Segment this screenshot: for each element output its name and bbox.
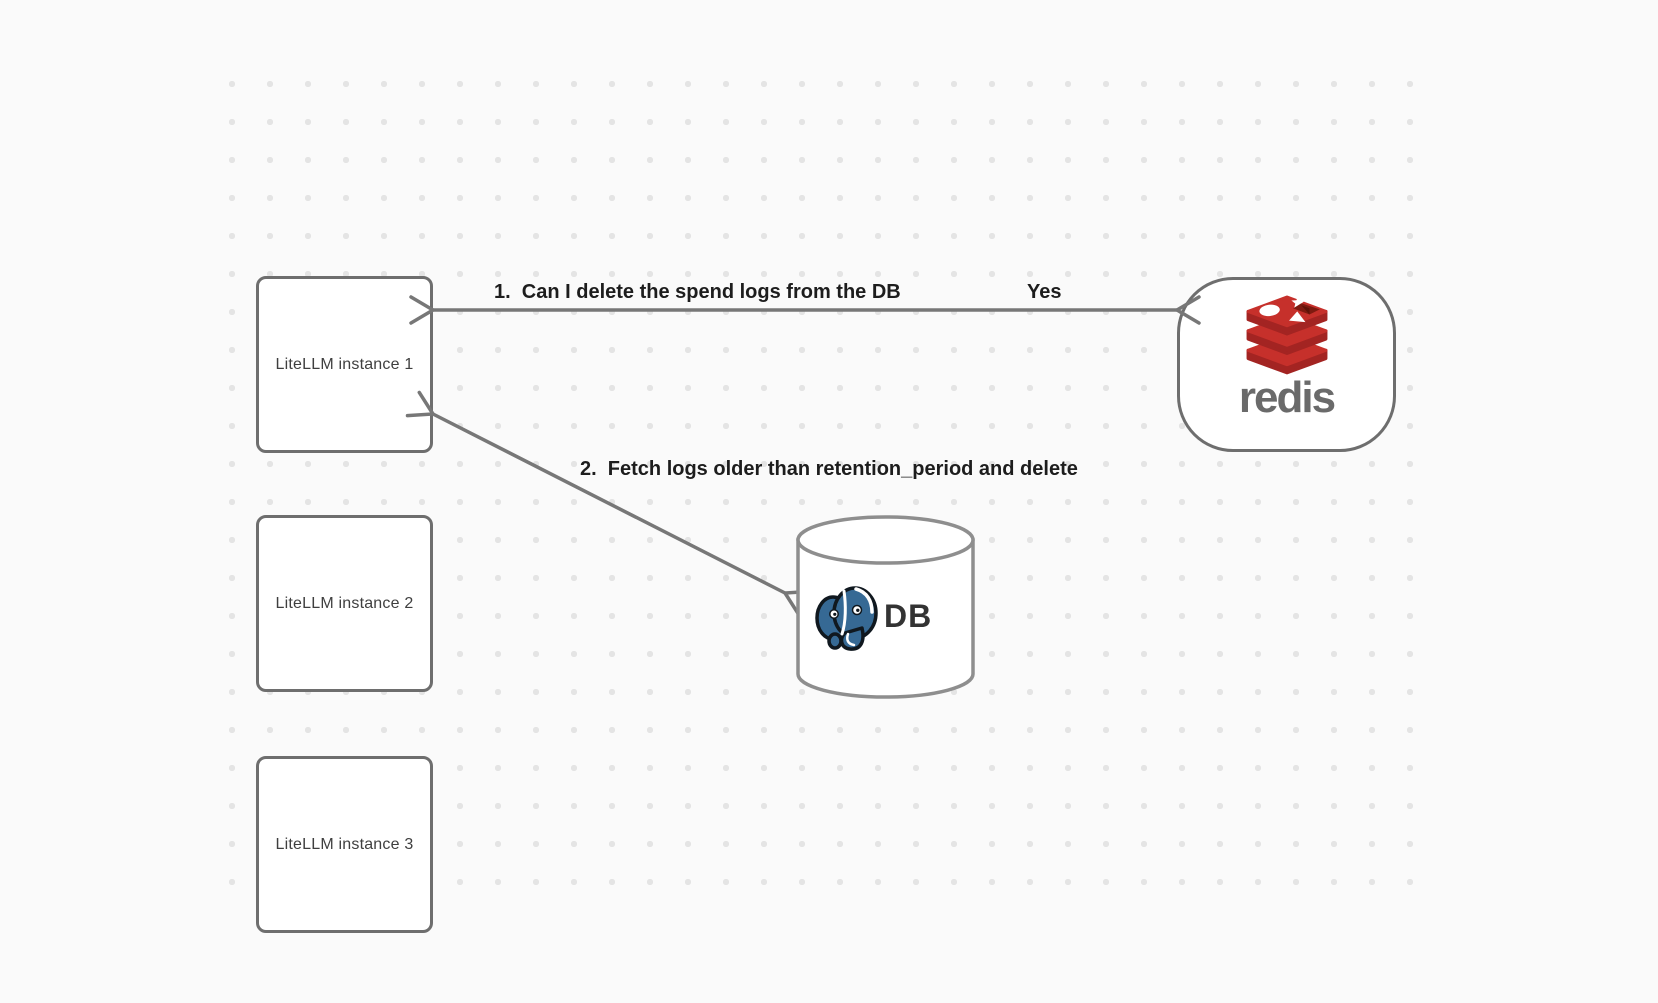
node-litellm-instance-3[interactable]: LiteLLM instance 3	[256, 756, 433, 933]
database-label: DB	[884, 598, 933, 634]
edge-label-redis-response[interactable]: Yes	[1027, 281, 1062, 303]
edge-label-redis-query[interactable]: 1. Can I delete the spend logs from the …	[494, 281, 901, 303]
node-label: LiteLLM instance 1	[275, 355, 414, 373]
node-label: LiteLLM instance 2	[275, 594, 414, 612]
edge-label-db-fetch[interactable]: 2. Fetch logs older than retention_perio…	[580, 458, 1078, 480]
node-litellm-instance-2[interactable]: LiteLLM instance 2	[256, 515, 433, 692]
redis-wordmark: redis	[1238, 373, 1336, 422]
node-label: LiteLLM instance 3	[275, 835, 414, 853]
redis-logo-icon	[1246, 295, 1327, 375]
node-litellm-instance-1[interactable]: LiteLLM instance 1	[256, 276, 433, 453]
node-redis[interactable]: redis	[1177, 277, 1396, 452]
